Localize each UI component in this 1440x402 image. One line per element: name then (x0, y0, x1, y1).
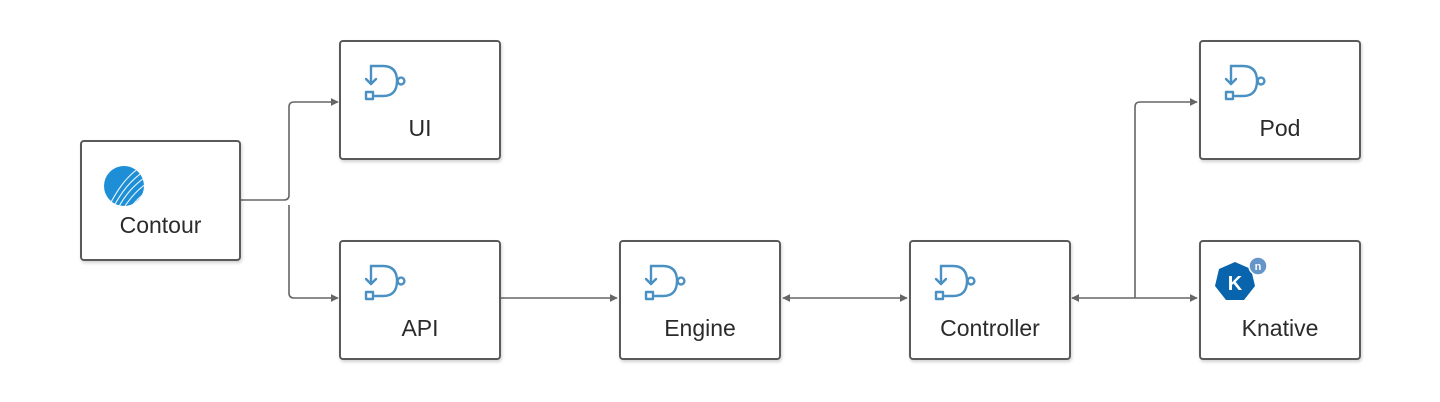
controller-label: Controller (940, 315, 1040, 341)
logic-gate-icon (364, 264, 406, 301)
engine-label: Engine (664, 315, 736, 341)
edge-contour-api (288, 205, 339, 302)
knative-label: Knative (1241, 315, 1319, 341)
engine-node[interactable]: Engine (619, 240, 781, 360)
controller-node[interactable]: Controller (909, 240, 1071, 360)
edge-controller-pod (1134, 98, 1198, 298)
logic-gate-icon (644, 264, 686, 301)
logic-gate-icon (934, 264, 976, 301)
contour-logo-icon (104, 166, 144, 206)
knative-badge: n (1255, 261, 1262, 273)
logic-gate-icon (364, 64, 406, 101)
contour-label: Contour (119, 212, 202, 238)
knative-logo-icon: K n (1215, 256, 1268, 300)
svg-text:K: K (1228, 273, 1243, 295)
api-label: API (401, 315, 439, 341)
logic-gate-icon (1224, 64, 1266, 101)
ui-label: UI (408, 115, 432, 141)
pod-node[interactable]: Pod (1199, 40, 1361, 160)
knative-node[interactable]: K n Knative (1199, 240, 1361, 360)
api-node[interactable]: API (339, 240, 501, 360)
pod-label: Pod (1259, 115, 1301, 141)
ui-node[interactable]: UI (339, 40, 501, 160)
edge-contour-ui (241, 98, 339, 201)
contour-node[interactable]: Contour (80, 140, 241, 261)
